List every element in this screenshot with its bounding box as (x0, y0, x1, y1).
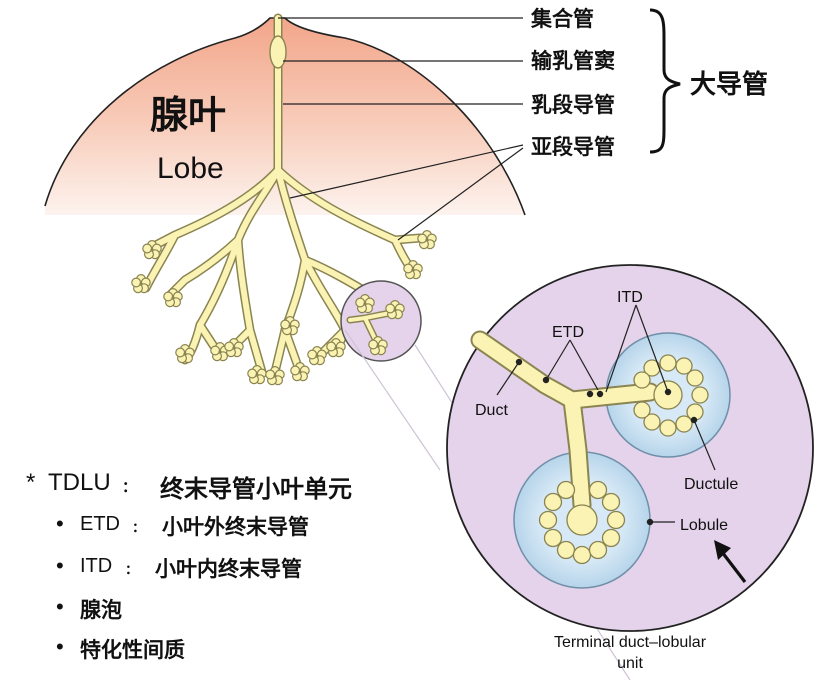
tdlu-caption-line2: unit (617, 655, 643, 672)
lobe-region (45, 18, 525, 215)
tdlu-caption-line1: Terminal duct–lobular (554, 634, 707, 651)
inset-leaders (496, 304, 716, 526)
legend-bullet-itd: • (56, 553, 64, 578)
legend-tdlu-value: 终末导管小叶单元 (160, 474, 352, 503)
duct-label-sinus: 输乳管窦 (531, 48, 615, 73)
legend-asterisk: * (26, 469, 36, 496)
legend-bullet-stroma: • (56, 634, 64, 659)
lobule-arrow-icon (714, 540, 747, 583)
etd-label: ETD (552, 324, 584, 341)
legend-item-acini: 腺泡 (80, 597, 122, 622)
legend-colon-1: : (122, 473, 130, 498)
large-duct-brace (649, 8, 681, 154)
duct-label-subsegmental: 亚段导管 (531, 134, 615, 159)
ductule-acini (538, 354, 709, 565)
acini-clusters (131, 230, 437, 386)
duct-label-collecting: 集合管 (530, 6, 594, 31)
lobe-en-label: Lobe (157, 152, 224, 185)
legend-tdlu-key: TDLU (48, 469, 111, 496)
lactiferous-sinus (269, 35, 287, 69)
lobule-label: Lobule (680, 517, 728, 534)
legend-itd-value: 小叶内终末导管 (155, 556, 302, 581)
lobe-zh-label: 腺叶 (150, 92, 226, 137)
tdlu-inset-circle (446, 264, 814, 632)
ductule-label: Ductule (684, 476, 738, 493)
legend-itd-key: ITD (80, 555, 113, 577)
legend-bullet-etd: • (56, 511, 64, 536)
legend-etd-key: ETD (80, 513, 120, 535)
legend-colon-3: : (125, 555, 132, 579)
legend-colon-2: : (132, 513, 139, 537)
duct-label-segmental: 乳段导管 (531, 92, 615, 117)
duct-label: Duct (475, 402, 508, 419)
itd-label: ITD (617, 289, 643, 306)
large-duct-label: 大导管 (690, 70, 768, 100)
duct-label-leaders (278, 17, 524, 241)
legend-etd-value: 小叶外终末导管 (162, 514, 309, 539)
legend-item-stroma: 特化性间质 (80, 637, 185, 662)
legend-bullet-acini: • (56, 594, 64, 619)
